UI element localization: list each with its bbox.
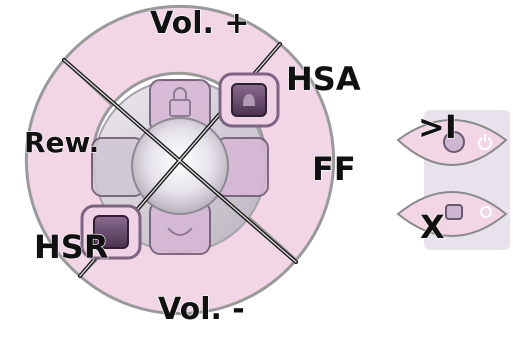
hsr-label: HSR <box>33 227 109 266</box>
phone-icon <box>167 227 193 236</box>
stop-label: X <box>419 207 445 246</box>
play-skip-button[interactable] <box>396 119 508 166</box>
vol-up-label: Vol. + <box>149 5 250 41</box>
lock-icon <box>169 87 191 117</box>
fast-forward-label: FF <box>311 149 356 188</box>
power-icon <box>478 134 492 151</box>
hsa-label: HSA <box>285 59 361 98</box>
bell-icon <box>243 94 255 106</box>
hsr-button[interactable] <box>80 204 142 260</box>
vol-down-label: Vol. - <box>157 291 245 327</box>
stop-button[interactable] <box>396 191 508 237</box>
stop-square-icon <box>445 204 463 220</box>
hsa-button[interactable] <box>218 72 280 128</box>
play-skip-label: >I <box>417 107 457 146</box>
rewind-label: Rew. <box>23 125 100 159</box>
